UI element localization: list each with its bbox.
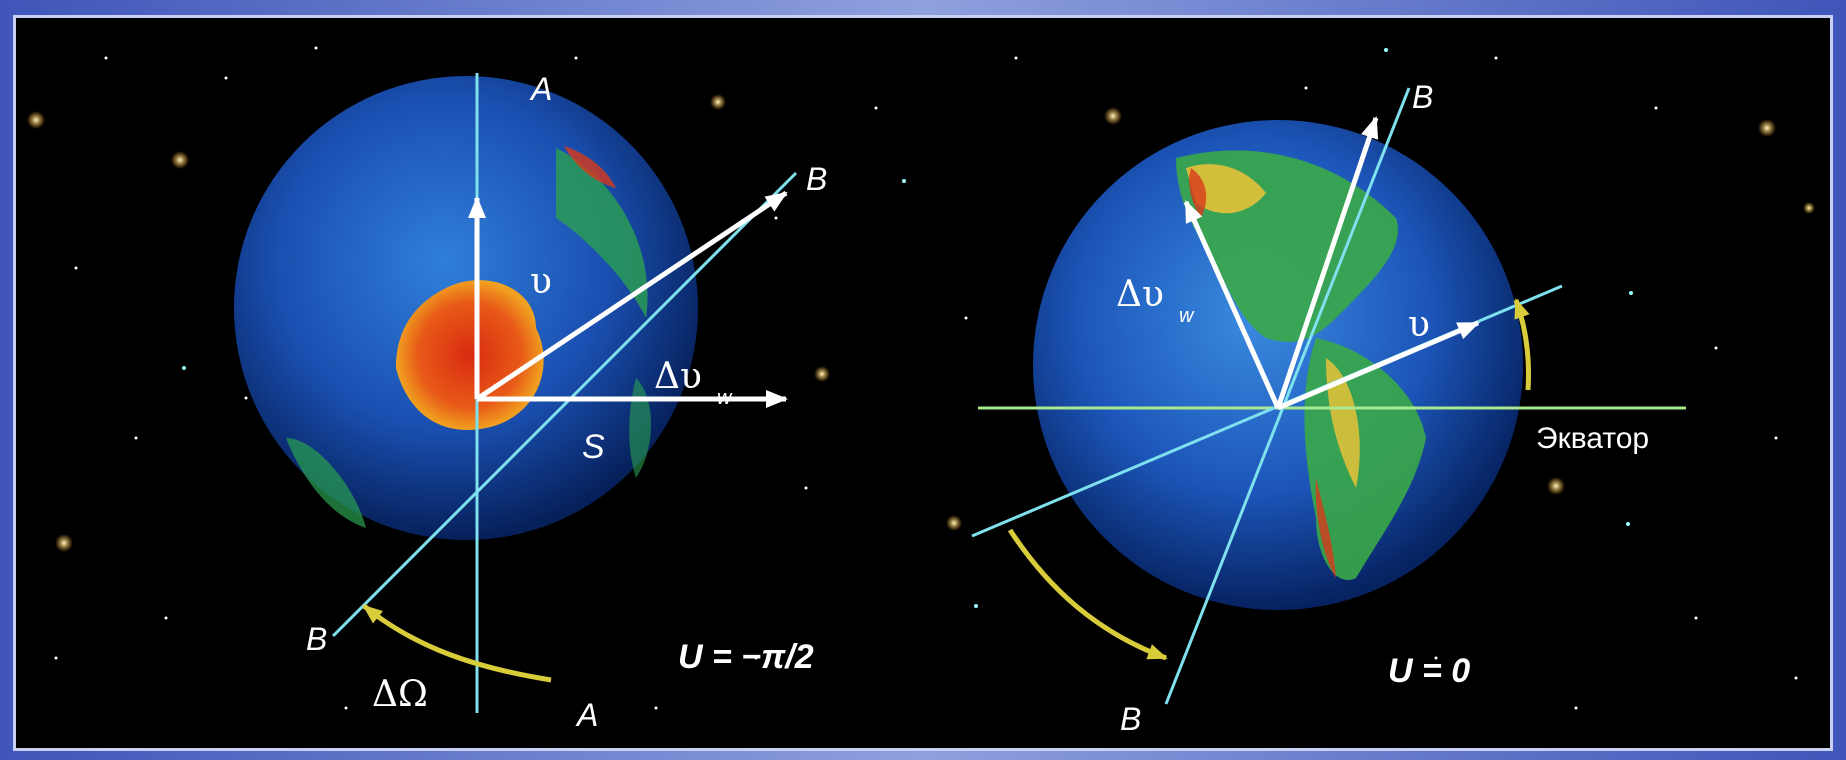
node-line-b-right <box>1164 87 1411 705</box>
label-velocity-right: υ <box>1408 304 1430 345</box>
label-delta-velocity-sub-right: w <box>1179 305 1195 327</box>
label-equator: Экватор <box>1536 422 1649 455</box>
earth-globe-right <box>1033 120 1523 610</box>
velocity-vector-right <box>1277 320 1480 411</box>
label-b-lower-right: B <box>1120 701 1141 737</box>
label-a-bottom: A <box>575 697 598 733</box>
label-b-upper-left: B <box>806 161 827 197</box>
label-pole-s: S <box>582 428 605 466</box>
label-condition-left: U = −π/2 <box>678 638 814 676</box>
rotation-arc-upper <box>1513 298 1531 391</box>
resultant-vector <box>475 190 788 402</box>
label-delta-velocity-left: Δυ <box>654 356 702 397</box>
node-line-b <box>331 171 798 638</box>
label-a-top: A <box>529 71 552 107</box>
right-geometry <box>971 87 1686 705</box>
label-delta-velocity-right: Δυ <box>1116 274 1164 315</box>
delta-omega-arc <box>362 604 552 683</box>
label-delta-velocity-sub-left: w <box>717 387 733 409</box>
left-geometry <box>331 73 798 713</box>
label-condition-right: U = 0 <box>1388 652 1470 690</box>
label-b-lower-left: B <box>306 621 327 657</box>
delta-velocity-vector-right <box>1183 200 1281 410</box>
earth-globe-left <box>234 76 698 540</box>
label-b-upper-right: B <box>1412 79 1433 115</box>
label-delta-omega: ΔΩ <box>372 674 428 715</box>
label-velocity-left: υ <box>530 261 552 302</box>
resultant-vector-right <box>1275 116 1379 409</box>
orbit-diagram: A A B B υ Δυ w S ΔΩ U = −π/2 B B υ Δυ w … <box>13 15 1833 751</box>
diagram-canvas: A A B B υ Δυ w S ΔΩ U = −π/2 B B υ Δυ w … <box>27 46 1815 737</box>
rotation-arc-lower <box>1007 528 1168 661</box>
starfield <box>27 46 1815 710</box>
